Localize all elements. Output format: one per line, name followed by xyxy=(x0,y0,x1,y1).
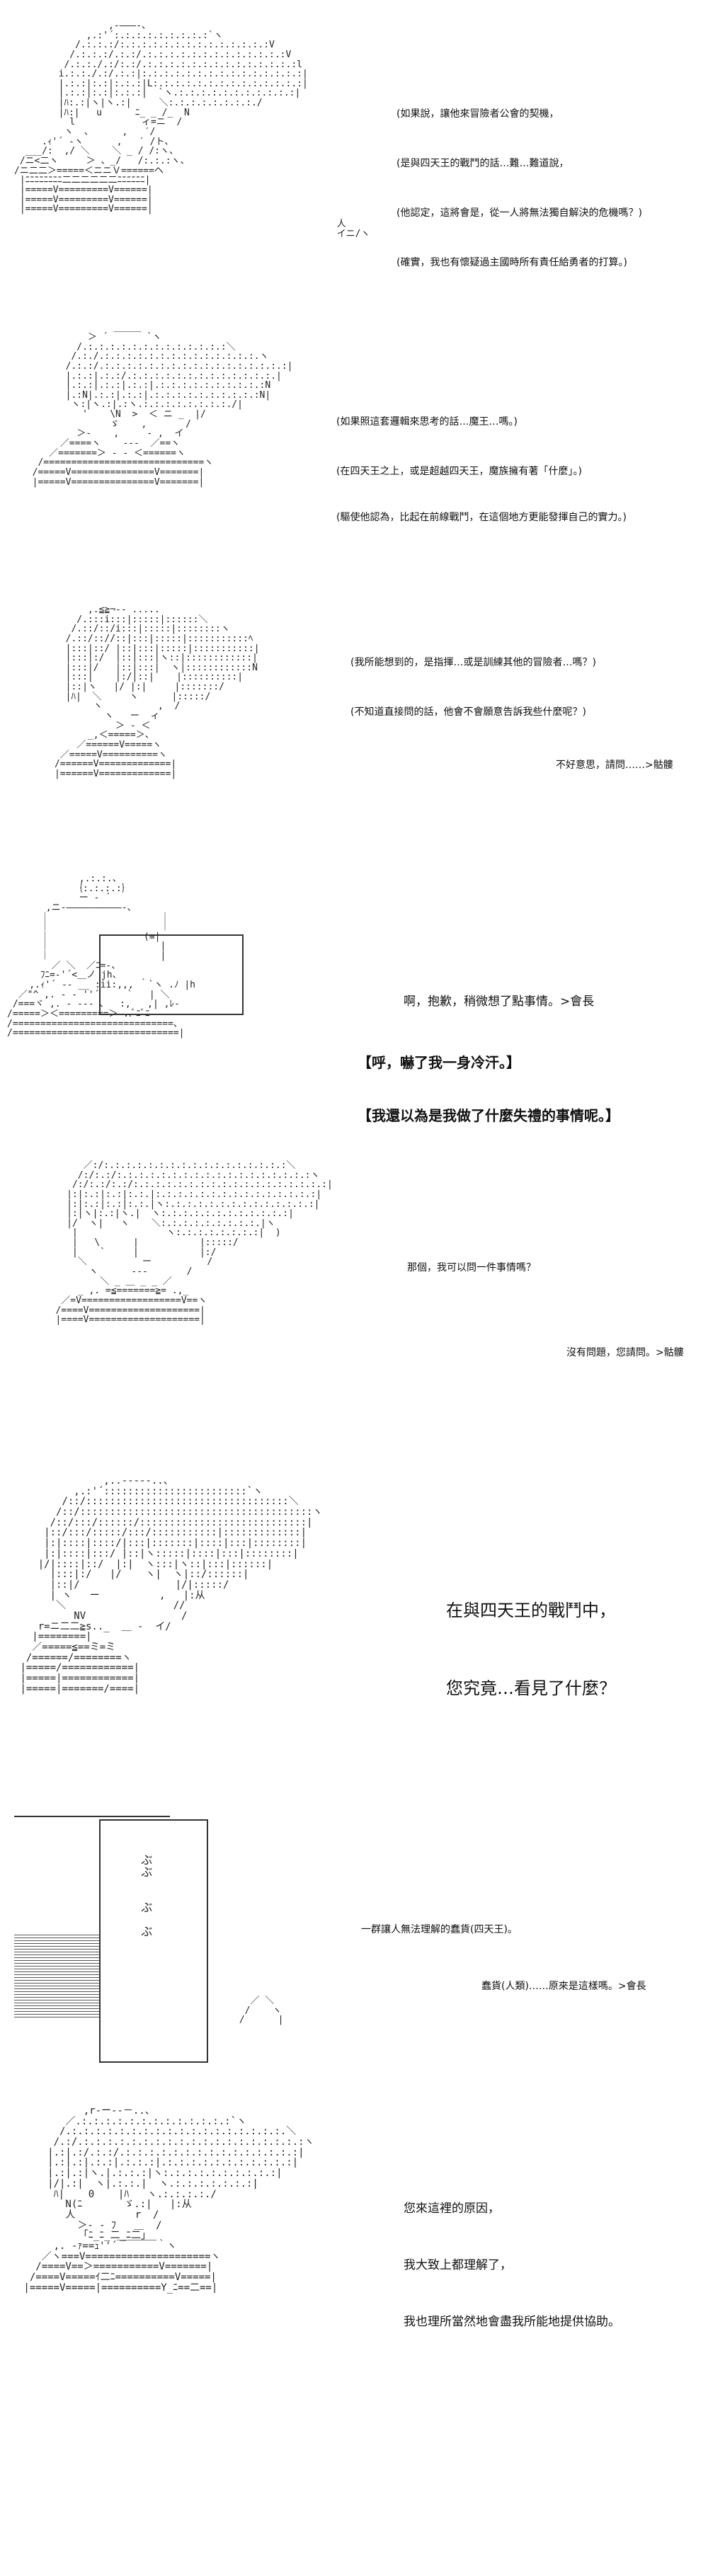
character-art: ,.:.:.、 ｛:.:.:.:｝ ー ‐ ´ ,ニ‐――――――――――‐、 … xyxy=(7,874,195,1039)
narration-line: (確實，我也有懷疑過主國時所有責任給勇者的打算。) xyxy=(396,257,627,268)
panel-6: ,..-‐‐‐-..、 ,.:'´:::::::::::::::::::::::… xyxy=(0,1469,708,1802)
stitch-art: ぶ ぶ ぶ ぶ xyxy=(141,1853,153,1938)
divider xyxy=(14,1816,170,1817)
narration-line: (驅使他認為，比起在前線戰鬥，在這個地方更能發揮自己的實力。) xyxy=(336,512,627,523)
dialogue-line: 我大致上都理解了， xyxy=(404,2258,512,2272)
dialogue-line: 您來這裡的原因， xyxy=(404,2202,500,2216)
window-frame xyxy=(99,934,244,1015)
dialogue-line: 一群讓人無法理解的蠢貨(四天王)。 xyxy=(361,1924,518,1935)
dialogue-line: 不好意思，請問……>骷髏 xyxy=(556,760,673,771)
narration-line: (我所能想到的，是指揮…或是訓練其他的冒險者…嗎？) xyxy=(350,657,596,668)
hand-art: 人 イニ/ヽ xyxy=(336,219,370,239)
dialogue-line: 在與四天王的戰鬥中， xyxy=(446,1601,616,1620)
character-art: ,r‐ー‐‐－..、 ／.:.:.:.:.:.:.:.:.:.:.:.:.:`ヽ… xyxy=(23,2105,314,2294)
panel-8: ,r‐ー‐‐－..、 ／.:.:.:.:.:.:.:.:.:.:.:.:.:`ヽ… xyxy=(0,2085,708,2566)
dialogue-line: 啊，抱歉，稍微想了點事情。>會長 xyxy=(404,995,595,1009)
panel-3: ,.≦≧¬‐- ..... /.:::i:::|:::::|::::::＼ /.… xyxy=(0,595,708,857)
shadow-art: ／ ＼ / ヽ / | xyxy=(239,1996,284,2026)
dialogue-line: 您究竟…看見了什麼？ xyxy=(446,1678,616,1698)
character-art: ／:/:.:.:.:.:.:.:.:.:.:.:.:.:.:.:.:.:＼ /:… xyxy=(55,1160,333,1326)
character-art: ,..-‐‐‐-..、 ,.:'´:::::::::::::::::::::::… xyxy=(20,1475,323,1695)
character-art: ,.≦≧¬‐- ..... /.:::i:::|:::::|::::::＼ /.… xyxy=(54,605,260,779)
narration-line: (不知道直接問的話，他會不會願意告訴我些什麼呢？) xyxy=(350,706,586,718)
narration-line: (如果照這套邏輯來思考的話…魔王…嗎。) xyxy=(336,416,518,428)
thought-line: 【我還以為是我做了什麼失禮的事情呢。】 xyxy=(358,1107,620,1124)
dialogue-line: 那個，我可以問一件事情嗎？ xyxy=(407,1262,536,1273)
door-frame xyxy=(99,1819,208,2063)
character-art: ＞ ´ ￣￣￣ `ヽ /.:.:.:.:.:.:.:.:.:.:.:.:.:＼ … xyxy=(32,332,293,488)
panel-5: ／:/:.:.:.:.:.:.:.:.:.:.:.:.:.:.:.:.:＼ /:… xyxy=(0,1154,708,1451)
dialogue-line: 我也理所當然地會盡我所能地提供協助。 xyxy=(404,2315,620,2329)
dialogue-line: 沒有問題，您請問。>骷髏 xyxy=(566,1347,684,1358)
narration-line: (在四天王之上，或是超越四天王，魔族擁有著「什麼」。) xyxy=(336,466,582,477)
panel-7: ぶ ぶ ぶ ぶ ／ ＼ / ヽ / | 一群讓人無法理解的蠢貨(四天王)。 蠢貨… xyxy=(0,1798,708,2067)
panel-2: ＞ ´ ￣￣￣ `ヽ /.:.:.:.:.:.:.:.:.:.:.:.:.:＼ … xyxy=(0,319,708,595)
thought-line: 【呼，嚇了我一身冷汗。】 xyxy=(358,1054,520,1071)
dialogue-line: 蠢貨(人類)……原來是這樣嗎。>會長 xyxy=(481,1981,646,1992)
panel-4: ,.:.:.、 ｛:.:.:.:｝ ー ‐ ´ ,ニ‐――――――――――‐、 … xyxy=(0,871,708,1140)
panel-1: ,-―――-、 ,.:'´:.:.:.:.:.:.:.:.:`ヽ /.:.:.:… xyxy=(0,0,708,319)
narration-line: (如果說，讓他來冒險者公會的契機， xyxy=(396,108,559,120)
narration-line: (是與四天王的戰鬥的話…難…難道說， xyxy=(396,158,569,169)
shadow-hatching xyxy=(14,1933,99,2017)
narration-line: (他認定，這將會是，從一人將無法獨自解決的危機嗎？) xyxy=(396,207,642,219)
character-art: ,-―――-、 ,.:'´:.:.:.:.:.:.:.:.:`ヽ /.:.:.:… xyxy=(14,21,308,215)
